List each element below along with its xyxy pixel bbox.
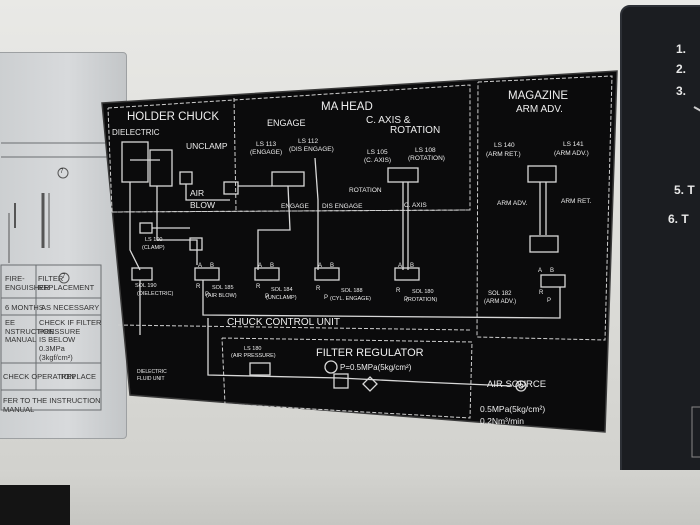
port-label: P bbox=[404, 297, 408, 303]
port-label: B bbox=[550, 268, 554, 274]
maintenance-plate-lines bbox=[0, 142, 126, 411]
port-label: B bbox=[210, 263, 214, 269]
sol190-label: SOL 190 bbox=[135, 283, 157, 289]
six-months-text: 6 MONTHS bbox=[5, 303, 44, 312]
instruction-item: 6. T bbox=[668, 212, 689, 226]
engage-small-label: ENGAGE bbox=[281, 203, 309, 210]
dark-base bbox=[0, 485, 70, 525]
sol184-label: SOL 184 bbox=[271, 287, 293, 293]
port-label: A bbox=[318, 263, 322, 269]
pressure-label: P=0.5MPa(5kg/cm²) bbox=[340, 363, 412, 372]
circle-number: 7 bbox=[60, 169, 64, 175]
dielectric-label: DIELECTRIC bbox=[112, 128, 160, 137]
ma-head-title: MA HEAD bbox=[321, 101, 373, 113]
replace-text: REPLACE bbox=[61, 372, 97, 381]
ls112-label: LS 112 bbox=[298, 138, 319, 145]
sol185-sub: (AIR BLOW) bbox=[206, 293, 237, 299]
ls112-sub: (DIS ENGAGE) bbox=[289, 146, 334, 153]
sol180-label: SOL 180 bbox=[412, 289, 434, 295]
arm-adv-title: ARM ADV. bbox=[516, 104, 563, 115]
unclamp-label: UNCLAMP bbox=[186, 141, 228, 151]
chuck-control-unit-label: CHUCK CONTROL UNIT bbox=[227, 317, 340, 328]
port-label: P bbox=[324, 295, 328, 301]
ls113-sub: (ENGAGE) bbox=[250, 149, 282, 156]
circle-marker-icon bbox=[58, 272, 70, 284]
air-label: AIR bbox=[190, 188, 204, 198]
instruction-item: 1. bbox=[676, 42, 687, 56]
instruction-item: 5. T bbox=[674, 183, 695, 197]
ls100-label: LS 100 bbox=[145, 237, 162, 243]
circle-number: 7 bbox=[62, 274, 66, 280]
sol182-label: SOL 182 bbox=[488, 291, 512, 297]
air-source-label: AIR SOURCE bbox=[487, 379, 546, 390]
rotation-label: ROTATION bbox=[390, 125, 440, 136]
dis-engage-small-label: DIS ENGAGE bbox=[322, 203, 363, 210]
filter-regulator-label: FILTER REGULATOR bbox=[316, 347, 424, 359]
refer-text: FER TO THE INSTRUCTION MANUAL bbox=[3, 396, 101, 414]
ls140-label: LS 140 bbox=[494, 142, 515, 149]
ls108-label: LS 108 bbox=[415, 147, 436, 154]
see-instruction-text: EE NSTRUCTION MANUAL bbox=[5, 318, 55, 345]
ls105-label: LS 105 bbox=[367, 149, 388, 156]
dielectric-fluid-label-2: FLUID UNIT bbox=[137, 376, 165, 382]
fire-extinguisher-text: FIRE- ENGUISHER bbox=[5, 274, 50, 292]
magazine-title: MAGAZINE bbox=[508, 90, 568, 102]
port-label: P bbox=[547, 298, 551, 304]
arm-adv-small-label: ARM ADV. bbox=[497, 200, 528, 207]
as-necessary-text: AS NECESSARY bbox=[41, 303, 100, 312]
engage-label: ENGAGE bbox=[267, 118, 306, 128]
ls141-sub: (ARM ADV.) bbox=[554, 150, 589, 157]
port-label: P bbox=[265, 294, 269, 300]
sol184-sub: (UNCLAMP) bbox=[266, 295, 297, 301]
ls108-sub: (ROTATION) bbox=[408, 155, 445, 162]
port-label: A bbox=[538, 268, 542, 274]
sol180-sub: (ROTATION) bbox=[406, 297, 437, 303]
instruction-item: 3. bbox=[676, 84, 687, 98]
port-label: R bbox=[196, 284, 201, 290]
port-label: A bbox=[198, 263, 202, 269]
ls113-label: LS 113 bbox=[256, 141, 277, 148]
ls180-sub: (AIR PRESSURE) bbox=[231, 353, 276, 359]
check-filter-text: CHECK IF FILTER PRESSURE IS BELOW 0.3MPa… bbox=[39, 318, 102, 362]
port-label: P bbox=[205, 292, 209, 298]
rotation-small-label: ROTATION bbox=[349, 187, 382, 194]
instruction-panel: 1. 2. 3. 5. T 6. T bbox=[620, 5, 700, 494]
air-source-pressure: 0.5MPa(5kg/cm²) bbox=[480, 404, 545, 414]
ls180-label: LS 180 bbox=[244, 346, 261, 352]
instruction-item: 2. bbox=[676, 62, 687, 76]
blow-label: BLOW bbox=[190, 200, 215, 210]
sol188-sub: (CYL. ENGAGE) bbox=[330, 296, 371, 302]
port-label: R bbox=[396, 288, 401, 294]
lower-cabinet bbox=[0, 470, 700, 525]
port-label: B bbox=[270, 263, 274, 269]
port-label: B bbox=[410, 263, 414, 269]
port-label: A bbox=[258, 263, 262, 269]
holder-chuck-title: HOLDER CHUCK bbox=[127, 111, 219, 123]
circle-marker-icon bbox=[57, 167, 69, 179]
port-label: B bbox=[330, 263, 334, 269]
port-label: A bbox=[398, 263, 402, 269]
sol188-label: SOL 188 bbox=[341, 288, 363, 294]
air-source-flow: 0.2Nm³/min bbox=[480, 416, 524, 426]
sol190-sub: (DIELECTRIC) bbox=[137, 291, 174, 297]
port-label: R bbox=[256, 284, 261, 290]
dielectric-fluid-label: DIELECTRIC bbox=[137, 369, 167, 375]
port-label: R bbox=[316, 286, 321, 292]
arm-ret-small-label: ARM RET. bbox=[561, 198, 592, 205]
filter-replacement-text: FILTER REPLACEMENT bbox=[38, 274, 95, 292]
ls140-sub: (ARM RET.) bbox=[486, 151, 521, 158]
c-axis-label: C. AXIS & bbox=[366, 115, 411, 126]
check-operation-text: CHECK OPERATION bbox=[3, 372, 75, 381]
ls105-sub: (C. AXIS) bbox=[364, 157, 391, 164]
port-label: R bbox=[539, 290, 544, 296]
c-axis-small-label: C. AXIS bbox=[404, 202, 427, 209]
sol182-sub: (ARM ADV.) bbox=[484, 299, 516, 305]
sol185-label: SOL 185 bbox=[212, 285, 234, 291]
ls100-sub: (CLAMP) bbox=[142, 245, 165, 251]
ls141-label: LS 141 bbox=[563, 141, 584, 148]
